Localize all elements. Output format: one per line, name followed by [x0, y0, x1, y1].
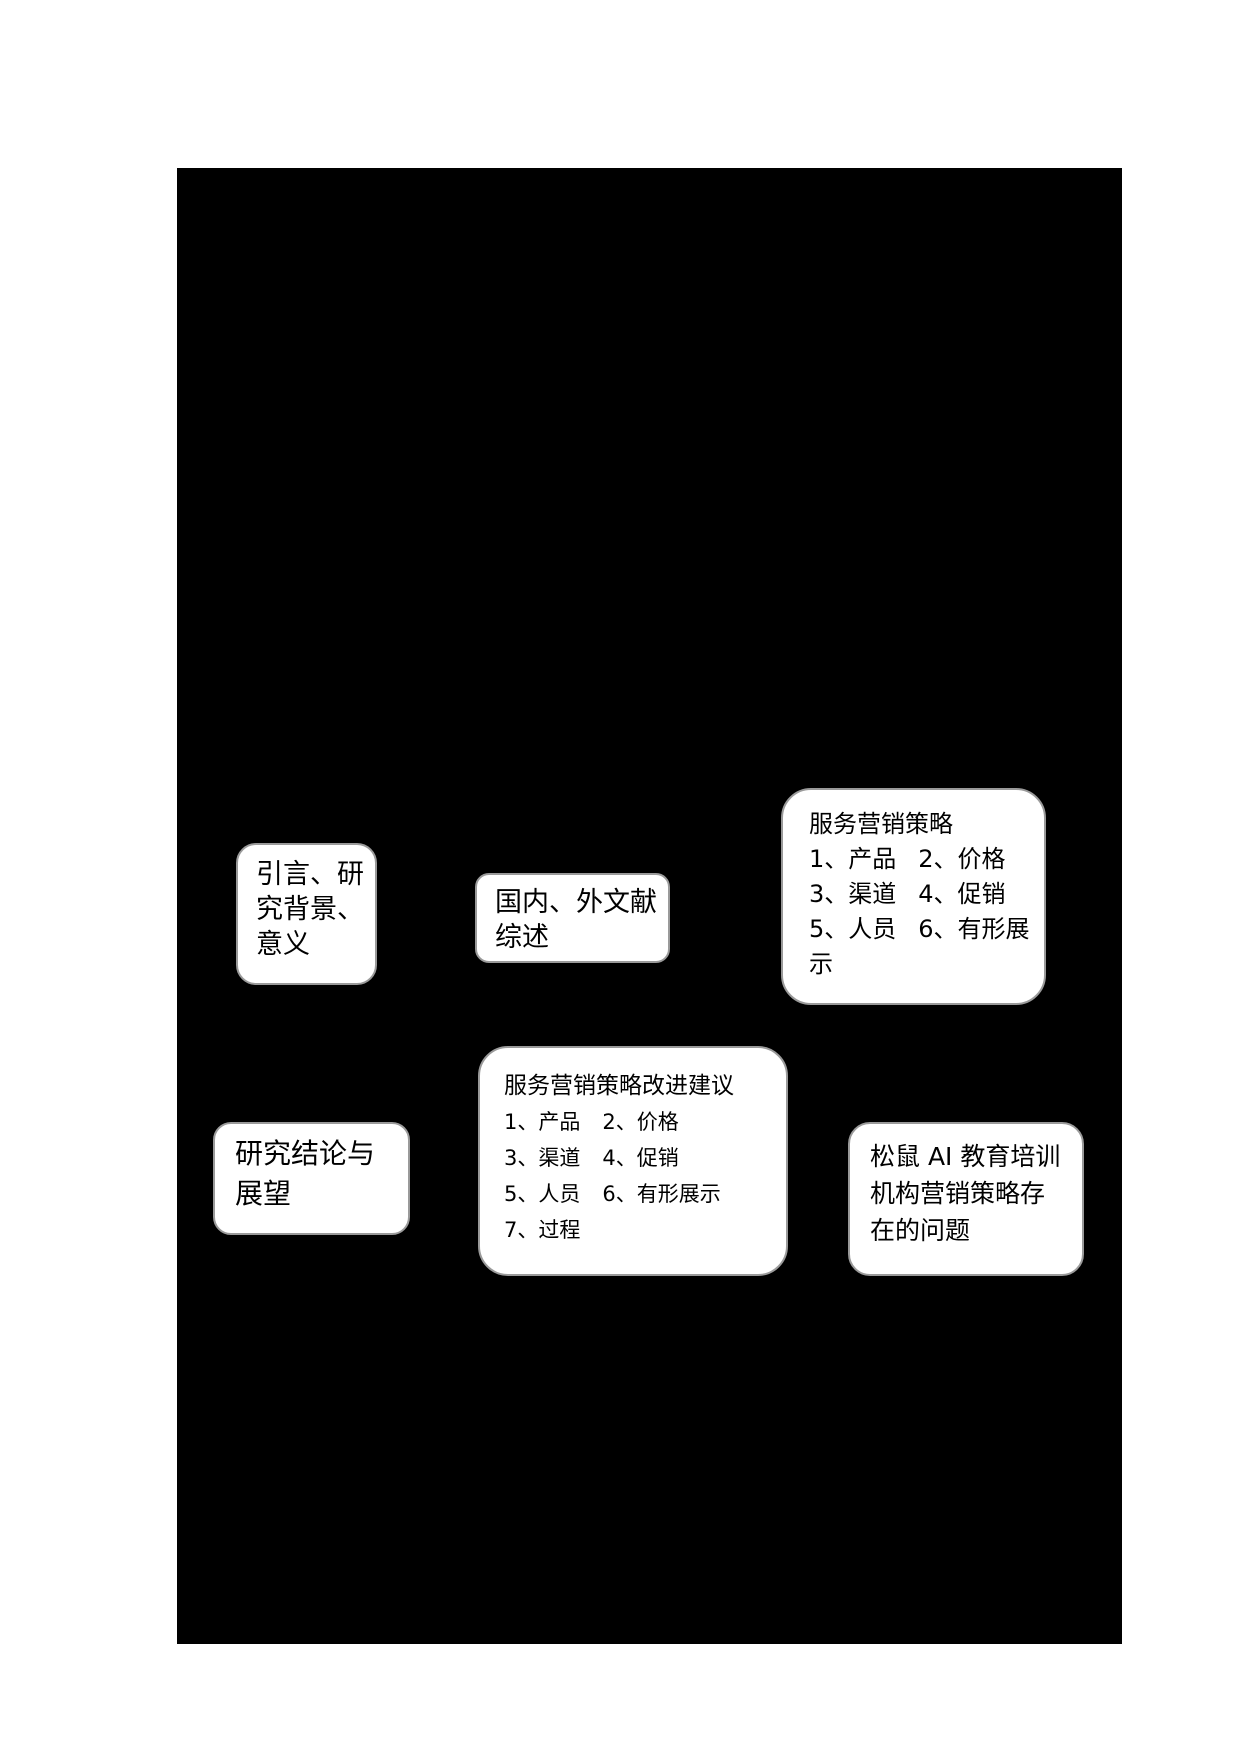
node-intro-line-2: 究背景、: [256, 894, 364, 926]
node-improvement: 服务营销策略改进建议 1、产品 2、价格 3、渠道 4、促销 5、人员 6、有形…: [478, 1046, 788, 1276]
node-strategy-title: 服务营销策略: [809, 810, 953, 838]
node-literature-line-1: 国内、外文献: [495, 887, 657, 918]
node-strategy: 服务营销策略 1、产品 2、价格 3、渠道 4、促销 5、人员 6、有形展 示: [781, 788, 1046, 1005]
node-problems: 松鼠 AI 教育培训 机构营销策略存 在的问题: [848, 1122, 1084, 1276]
node-intro: 引言、研 究背景、 意义: [236, 843, 377, 985]
node-improvement-item-1: 1、产品: [504, 1110, 581, 1134]
node-literature: 国内、外文献 综述: [475, 873, 670, 963]
node-intro-line-3: 意义: [256, 929, 310, 961]
node-conclusion-line-1: 研究结论与: [235, 1137, 376, 1170]
node-strategy-item-4: 4、促销: [918, 880, 1006, 908]
node-improvement-title: 服务营销策略改进建议: [504, 1073, 734, 1099]
node-improvement-item-5: 5、人员: [504, 1182, 581, 1206]
node-problems-line-3: 在的问题: [870, 1216, 971, 1245]
node-strategy-item-6-cont: 示: [809, 950, 833, 978]
node-literature-line-2: 综述: [495, 922, 549, 954]
node-conclusion: 研究结论与 展望: [213, 1122, 410, 1235]
node-improvement-item-6: 6、有形展示: [602, 1182, 721, 1206]
node-strategy-item-2: 2、价格: [918, 845, 1006, 873]
node-strategy-item-5: 5、人员: [809, 915, 897, 943]
node-strategy-item-6: 6、有形展: [918, 915, 1030, 943]
node-strategy-item-3: 3、渠道: [809, 880, 897, 908]
node-improvement-item-4: 4、促销: [602, 1146, 679, 1170]
node-improvement-item-2: 2、价格: [602, 1110, 679, 1134]
node-strategy-item-1: 1、产品: [809, 845, 897, 873]
node-problems-line-1: 松鼠 AI 教育培训: [870, 1142, 1061, 1171]
node-improvement-item-7: 7、过程: [504, 1218, 581, 1242]
node-problems-line-2: 机构营销策略存: [870, 1179, 1046, 1208]
node-improvement-item-3: 3、渠道: [504, 1146, 581, 1170]
node-intro-line-1: 引言、研: [256, 859, 364, 890]
node-conclusion-line-2: 展望: [235, 1177, 292, 1210]
